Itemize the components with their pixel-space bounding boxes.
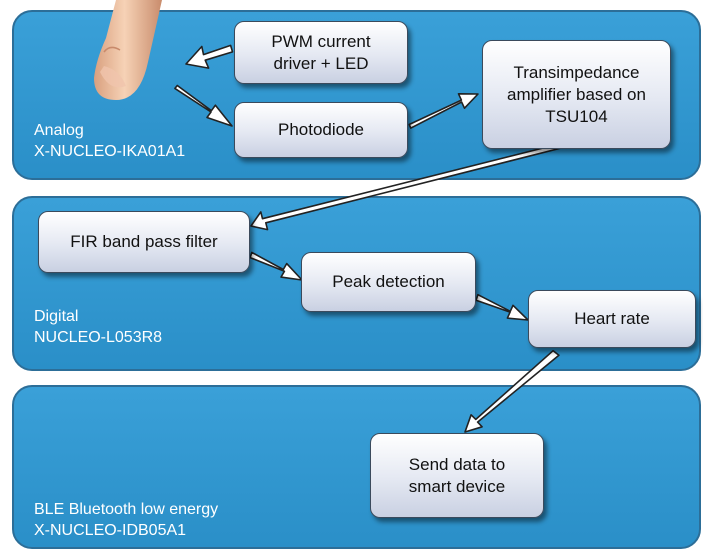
- ble-label-line1: BLE Bluetooth low energy: [34, 501, 219, 518]
- send-data-line2: smart device: [408, 476, 506, 496]
- arrow-peak-to-heart: [475, 293, 529, 321]
- ble-panel: [12, 385, 701, 549]
- analog-label-line2: X-NUCLEO-IKA01A1: [34, 143, 186, 160]
- arrow-fir-to-peak: [249, 251, 303, 281]
- arrow-finger-to-photodiode: [174, 84, 233, 127]
- photodiode-block: Photodiode: [234, 102, 408, 158]
- finger-icon: [94, 0, 162, 100]
- fir-filter-label: FIR band pass filter: [70, 232, 218, 251]
- photodiode-label: Photodiode: [277, 120, 365, 139]
- analog-label-line1: Analog: [34, 122, 84, 139]
- arrow-photodiode-to-tia: [408, 93, 479, 129]
- ble-label-line2: X-NUCLEO-IDB05A1: [34, 522, 187, 539]
- arrow-pwm-to-finger: [185, 44, 234, 69]
- pwm-driver-line1: PWM current: [271, 31, 371, 51]
- tia-line1: Transimpedance: [513, 62, 640, 82]
- pwm-driver-block: PWM current driver + LED: [234, 21, 408, 84]
- digital-label-line2: NUCLEO-L053R8: [34, 329, 163, 346]
- digital-label-line1: Digital: [34, 308, 79, 325]
- arrow-heart-to-send: [464, 349, 560, 433]
- heart-rate-block: Heart rate: [528, 290, 696, 348]
- fir-filter-block: FIR band pass filter: [38, 211, 250, 273]
- tia-block: Transimpedance amplifier based on TSU104: [482, 40, 671, 149]
- send-data-block: Send data to smart device: [370, 433, 544, 518]
- send-data-line1: Send data to: [408, 454, 506, 474]
- tia-line3: TSU104: [545, 106, 608, 126]
- peak-detection-block: Peak detection: [301, 252, 476, 312]
- arrow-tia-to-fir: [250, 138, 581, 231]
- peak-detection-label: Peak detection: [332, 272, 445, 291]
- tia-line2: amplifier based on: [507, 84, 646, 104]
- heart-rate-label: Heart rate: [574, 309, 650, 328]
- analog-panel-label: Analog X-NUCLEO-IKA01A1: [34, 120, 185, 162]
- pwm-driver-line2: driver + LED: [273, 53, 369, 73]
- digital-panel-label: Digital NUCLEO-L053R8: [34, 306, 162, 348]
- ble-panel-label: BLE Bluetooth low energy X-NUCLEO-IDB05A…: [34, 499, 218, 541]
